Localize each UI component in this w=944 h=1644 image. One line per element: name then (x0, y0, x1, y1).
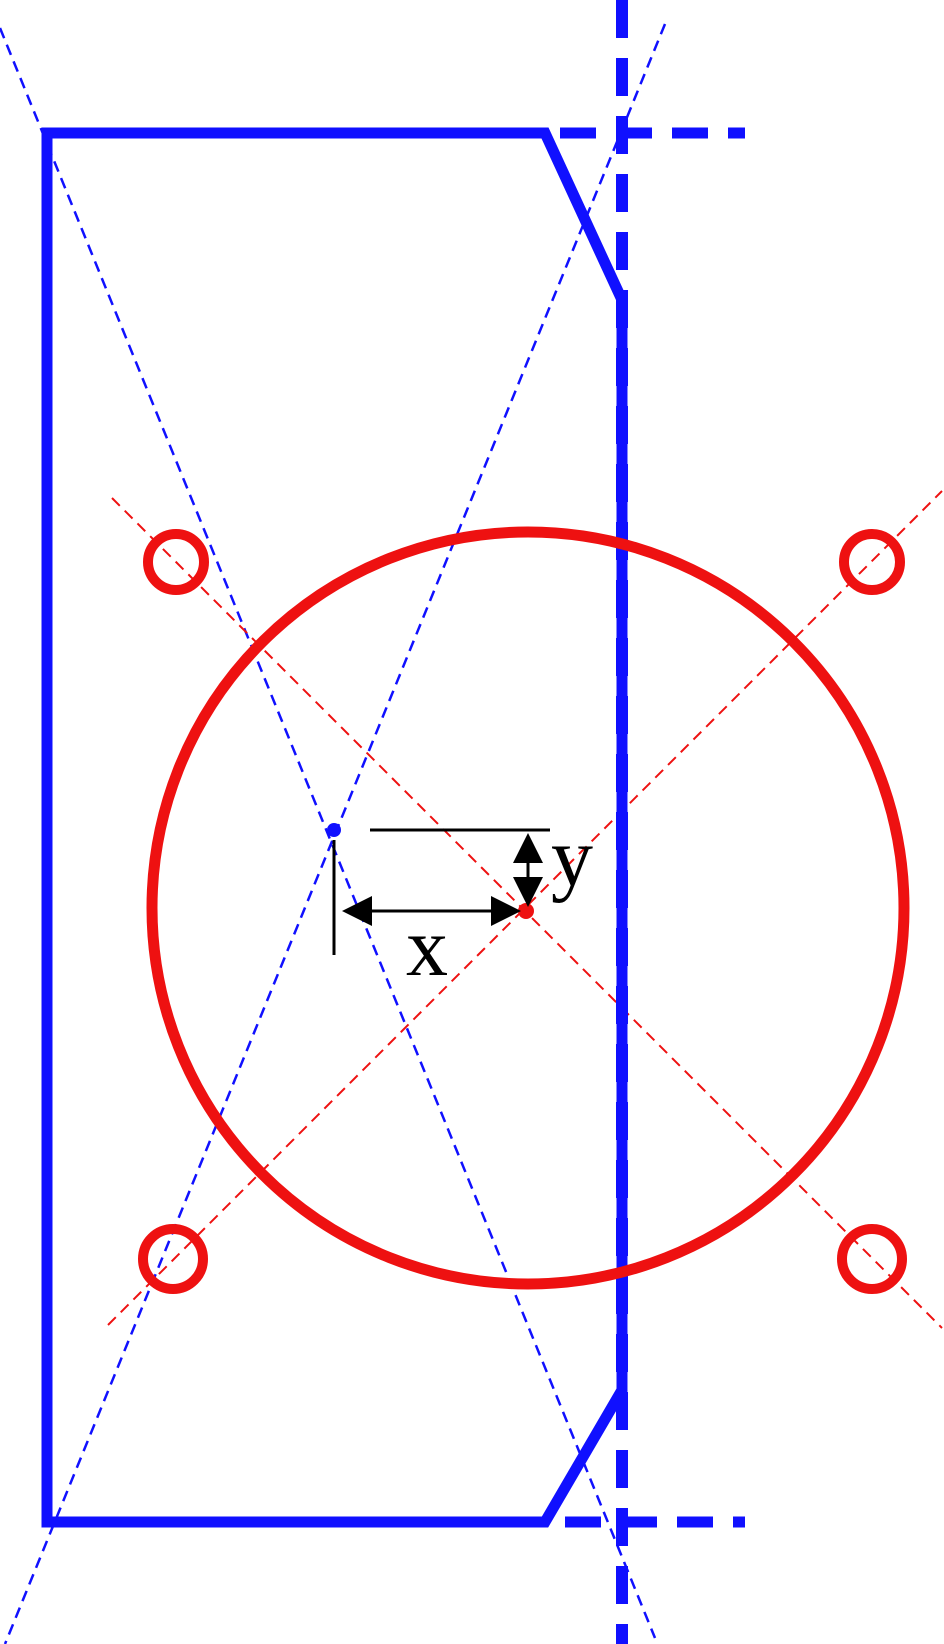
mounting-hole-bottom-right (837, 1224, 907, 1294)
housing-outline (41, 127, 628, 1528)
mounting-hole-top-left (143, 529, 209, 595)
housing-reference-lines (560, 0, 745, 1644)
mounting-holes (138, 529, 907, 1294)
housing-center-point (327, 823, 341, 837)
fan-circle (146, 526, 910, 1290)
mounting-hole-bottom-left (138, 1224, 208, 1294)
mounting-hole-top-right (839, 529, 905, 595)
dimension-lines (332, 828, 550, 955)
y-label: y (551, 811, 593, 904)
fan-center-point (518, 903, 534, 919)
housing-diagonal-1 (0, 27, 657, 1639)
fan-diagonal-2 (107, 490, 943, 1326)
x-label: x (406, 901, 448, 994)
